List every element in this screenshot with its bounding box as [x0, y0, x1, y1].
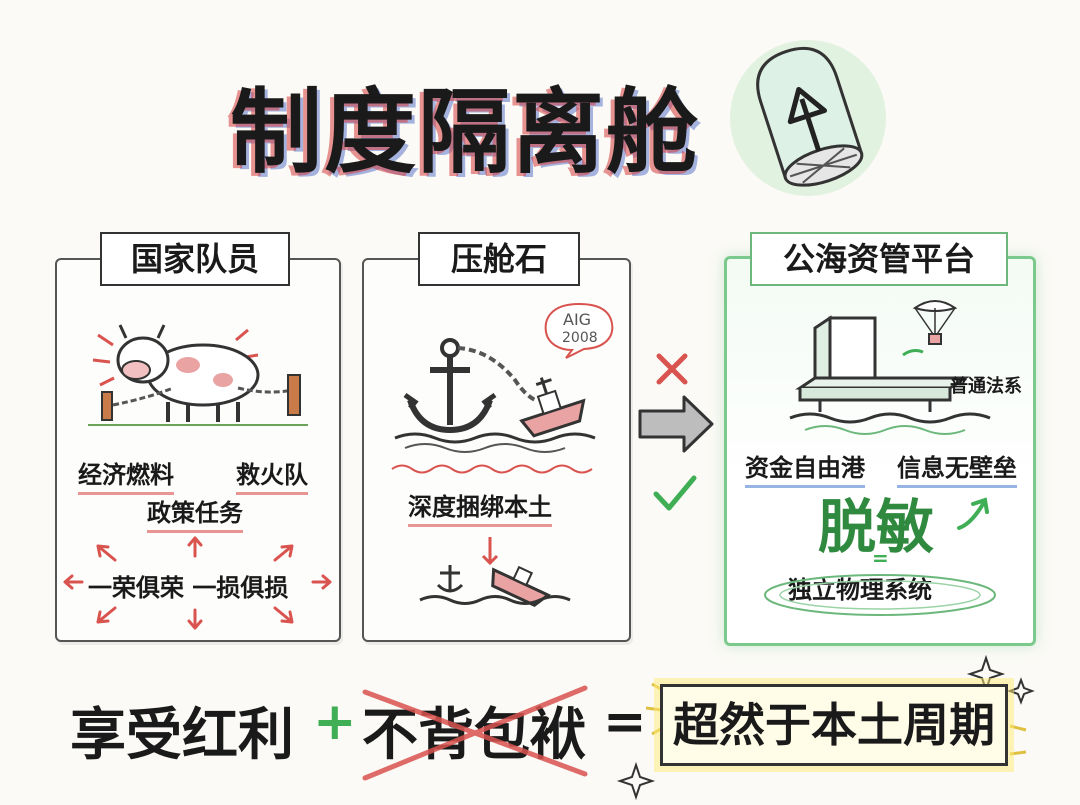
anchor-ship-icon — [394, 338, 596, 453]
cross-mark-icon — [656, 353, 688, 385]
text-fire-brigade: 救火队 — [236, 455, 308, 495]
red-wave-decor — [391, 464, 593, 474]
text-enjoy-benefits: 享受红利 — [70, 703, 294, 768]
result-box: 超然于本土周期 — [660, 684, 1008, 766]
text-deep-binding: 深度捆绑本土 — [408, 487, 552, 527]
open-door-platform-icon — [789, 300, 991, 435]
panel-label-offshore-platform: 公海资管平台 — [750, 232, 1008, 286]
text-shared-fate: 一荣俱荣 一损俱损 — [88, 574, 289, 602]
text-beyond-domestic-cycle: 超然于本土周期 — [673, 698, 995, 752]
glass-capsule-icon — [730, 40, 886, 196]
text-info-no-barrier: 信息无壁垒 — [897, 448, 1017, 488]
text-equals-small: = — [872, 546, 889, 570]
text-common-law: 普通法系 — [950, 376, 1022, 397]
speech-bubble-icon — [544, 302, 614, 359]
panel-label-ballast-stone: 压舱石 — [418, 232, 580, 286]
red-strike-cross — [362, 685, 588, 781]
right-arrow-icon — [638, 395, 714, 453]
panel-label-national-team: 国家队员 — [100, 232, 290, 286]
radiating-arrows-icon — [63, 536, 332, 630]
equals-sign: = — [603, 692, 647, 752]
text-economic-fuel: 经济燃料 — [78, 455, 174, 495]
speech-text-aig: AIG — [563, 310, 592, 329]
page-title: 制度隔离舱 — [230, 79, 701, 186]
sinking-ship-icon — [419, 537, 571, 608]
speech-text-year: 2008 — [562, 330, 598, 346]
text-policy-task: 政策任务 — [147, 493, 243, 533]
panel-national-team — [55, 258, 341, 642]
text-capital-free-port: 资金自由港 — [745, 448, 865, 488]
plus-sign: + — [313, 692, 357, 752]
check-mark-icon — [653, 475, 697, 511]
green-ripple-decor — [764, 574, 996, 616]
green-up-arrow-icon — [957, 497, 989, 530]
text-desensitize: 脱敏 — [818, 493, 935, 561]
chained-cow-icon — [88, 324, 308, 426]
